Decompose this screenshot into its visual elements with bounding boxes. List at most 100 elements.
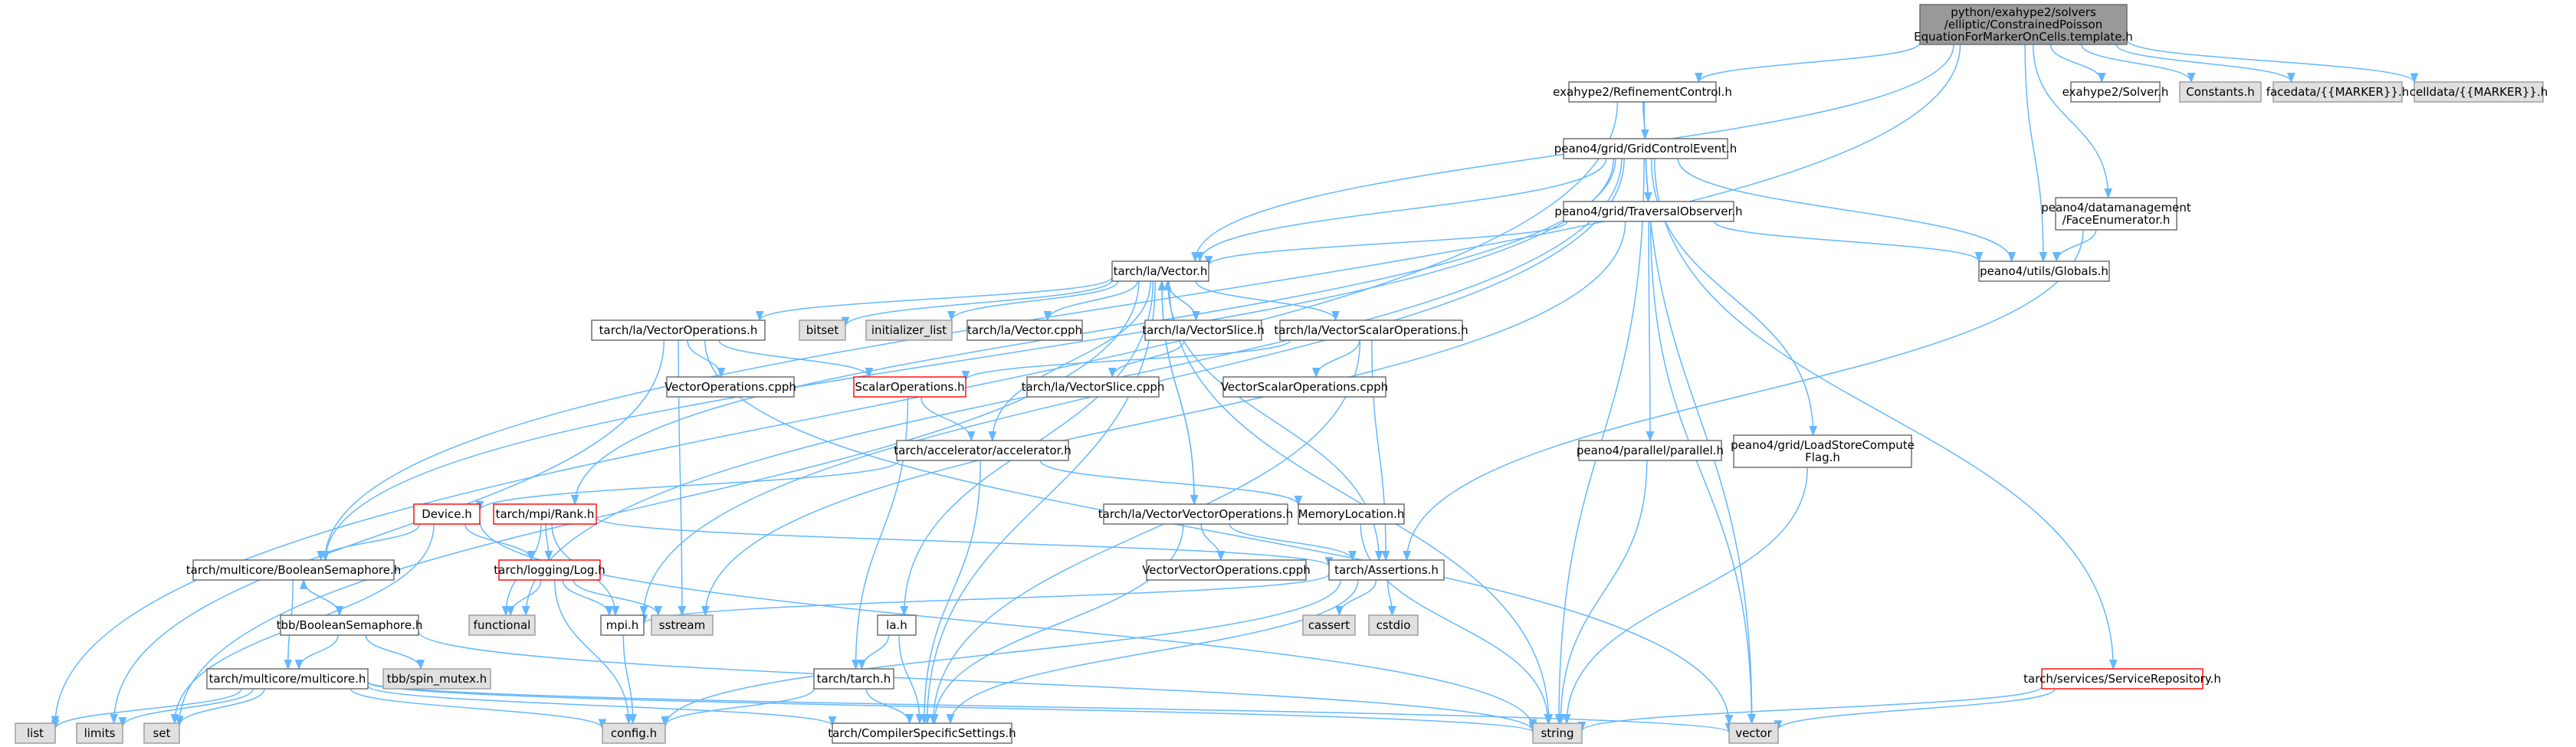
edge-assertions-to-mpi [639,573,1330,625]
node-box [280,614,419,636]
node-set[interactable]: set [143,722,180,744]
node-label: la.h [886,618,907,632]
node-tbbboolsem[interactable]: tbb/BooleanSemaphore.h [277,614,423,636]
node-memorylocation[interactable]: MemoryLocation.h [1298,503,1405,525]
node-vectorscalaropscpph[interactable]: VectorScalarOperations.cpph [1221,376,1388,398]
node-box [1532,722,1583,744]
node-celldata[interactable]: celldata/{{MARKER}}.h [2410,81,2548,103]
edge-la-to-tarch [858,634,890,670]
node-compiler[interactable]: tarch/CompilerSpecificSettings.h [828,722,1016,744]
node-vvopscpph[interactable]: VectorVectorOperations.cpph [1142,559,1311,581]
node-box [600,614,645,636]
edge-multicore-to-limits [118,688,254,728]
node-box [1919,4,2128,45]
node-box [493,503,597,525]
node-label: tarch/mpi/Rank.h [496,507,595,521]
edge-vectorscalarops-to-vectorscalaropscpph [1311,339,1360,378]
edge-vectorvectorops-to-vector [1157,280,1195,505]
node-vectorslice[interactable]: tarch/la/VectorSlice.h [1142,319,1265,341]
node-initlist[interactable]: initializer_list [865,319,953,341]
edge-la-to-compiler [898,634,924,725]
edge-vector-to-bitset [841,279,1113,328]
edge-gridcontrol-to-globals [1677,158,2016,263]
node-la[interactable]: la.h [877,614,917,636]
node-vectorcpph[interactable]: tarch/la/Vector.cpph [966,319,1083,341]
node-mpi[interactable]: mpi.h [600,614,645,636]
node-label: tarch/Assertions.h [1334,563,1439,577]
node-vectorslicecpph[interactable]: tarch/la/VectorSlice.cpph [1022,376,1165,398]
node-label: tarch/services/ServiceRepository.h [2023,672,2221,686]
node-vectorscalarops[interactable]: tarch/la/VectorScalarOperations.h [1274,319,1468,341]
node-box [143,722,180,744]
node-multicore[interactable]: tarch/multicore/multicore.h [206,668,369,690]
node-gridcontrol[interactable]: peano4/grid/GridControlEvent.h [1554,138,1738,159]
node-traversal[interactable]: peano4/grid/TraversalObserver.h [1554,201,1743,222]
edge-logging-to-config [553,579,633,725]
edge-vectorops-to-vec [704,339,1734,726]
node-spinmutex[interactable]: tbb/spin_mutex.h [382,668,491,690]
node-servicerepo[interactable]: tarch/services/ServiceRepository.h [2023,668,2221,690]
edge-logging-to-mpi [562,579,614,617]
node-vector[interactable]: tarch/la/Vector.h [1111,260,1209,282]
node-label: exahype2/Solver.h [2062,85,2169,99]
edge-vectorvectorops-to-compiler [930,523,1184,725]
edge-gridcontrol-to-boolsem [321,158,1615,562]
node-accelerator[interactable]: tarch/accelerator/accelerator.h [894,440,1071,461]
node-root[interactable]: python/exahype2/solvers/elliptic/Constra… [1914,4,2133,45]
node-logging[interactable]: tarch/logging/Log.h [494,559,605,581]
node-sstream[interactable]: sstream [651,614,714,636]
node-label: sstream [659,618,705,632]
edge-vectorops-to-scalarops [718,339,874,378]
node-facedata[interactable]: facedata/{{MARKER}}.h [2266,81,2410,103]
node-vectoropscpph[interactable]: VectorOperations.cpph [665,376,796,398]
node-box [1568,81,1717,103]
node-rank[interactable]: tarch/mpi/Rank.h [493,503,597,525]
node-box [896,440,1069,461]
node-box [666,376,795,398]
edge-assertions-to-cassert [1335,579,1377,617]
node-box [192,559,395,581]
node-box [832,722,1012,744]
node-box [1563,138,1728,159]
node-scalarops[interactable]: ScalarOperations.h [853,376,966,398]
node-limits[interactable]: limits [76,722,123,744]
node-vectorvectorops[interactable]: tarch/la/VectorVectorOperations.h [1098,503,1293,525]
node-refinement[interactable]: exahype2/RefinementControl.h [1553,81,1732,103]
edge-vector-to-compiler [923,280,1157,725]
node-tarch[interactable]: tarch/tarch.h [813,668,894,690]
node-box [1578,440,1722,461]
node-box [15,722,56,744]
node-constants[interactable]: Constants.h [2179,81,2262,103]
node-label: peano4/utils/Globals.h [1980,264,2108,278]
node-functional[interactable]: functional [468,614,536,636]
node-label: bitset [806,323,839,337]
node-globals[interactable]: peano4/utils/Globals.h [1978,260,2110,282]
edge-device-to-boolsem [317,523,421,562]
node-faceenum[interactable]: peano4/datamanagement/FaceEnumerator.h [2041,197,2191,231]
node-box [651,614,714,636]
edge-vector-to-vectorops [755,277,1113,322]
node-list[interactable]: list [15,722,56,744]
node-label: tarch/CompilerSpecificSettings.h [828,726,1016,740]
node-string[interactable]: string [1532,722,1583,744]
node-config[interactable]: config.h [602,722,666,744]
edge-gridcontrol-to-loadstore [1650,158,1818,437]
edge-traversal-to-globals [1714,221,1984,263]
node-boolsem[interactable]: tarch/multicore/BooleanSemaphore.h [186,559,401,581]
node-bitset[interactable]: bitset [799,319,846,341]
node-parallel[interactable]: peano4/parallel/parallel.h [1577,440,1724,461]
node-label: limits [84,726,116,740]
node-assertions[interactable]: tarch/Assertions.h [1328,559,1445,581]
node-vec[interactable]: vector [1728,722,1779,744]
node-vectorops[interactable]: tarch/la/VectorOperations.h [591,319,766,341]
edge-traversal-to-parallel [1646,221,1655,442]
node-cstdio[interactable]: cstdio [1368,614,1419,636]
node-label: EquationForMarkerOnCells.template.h [1914,30,2133,44]
node-label: tarch/la/VectorSlice.cpph [1022,380,1165,394]
node-solver[interactable]: exahype2/Solver.h [2062,81,2169,103]
node-device[interactable]: Device.h [413,503,481,525]
node-cassert[interactable]: cassert [1302,614,1356,636]
edge-faceenum-to-globals [2052,229,2097,263]
